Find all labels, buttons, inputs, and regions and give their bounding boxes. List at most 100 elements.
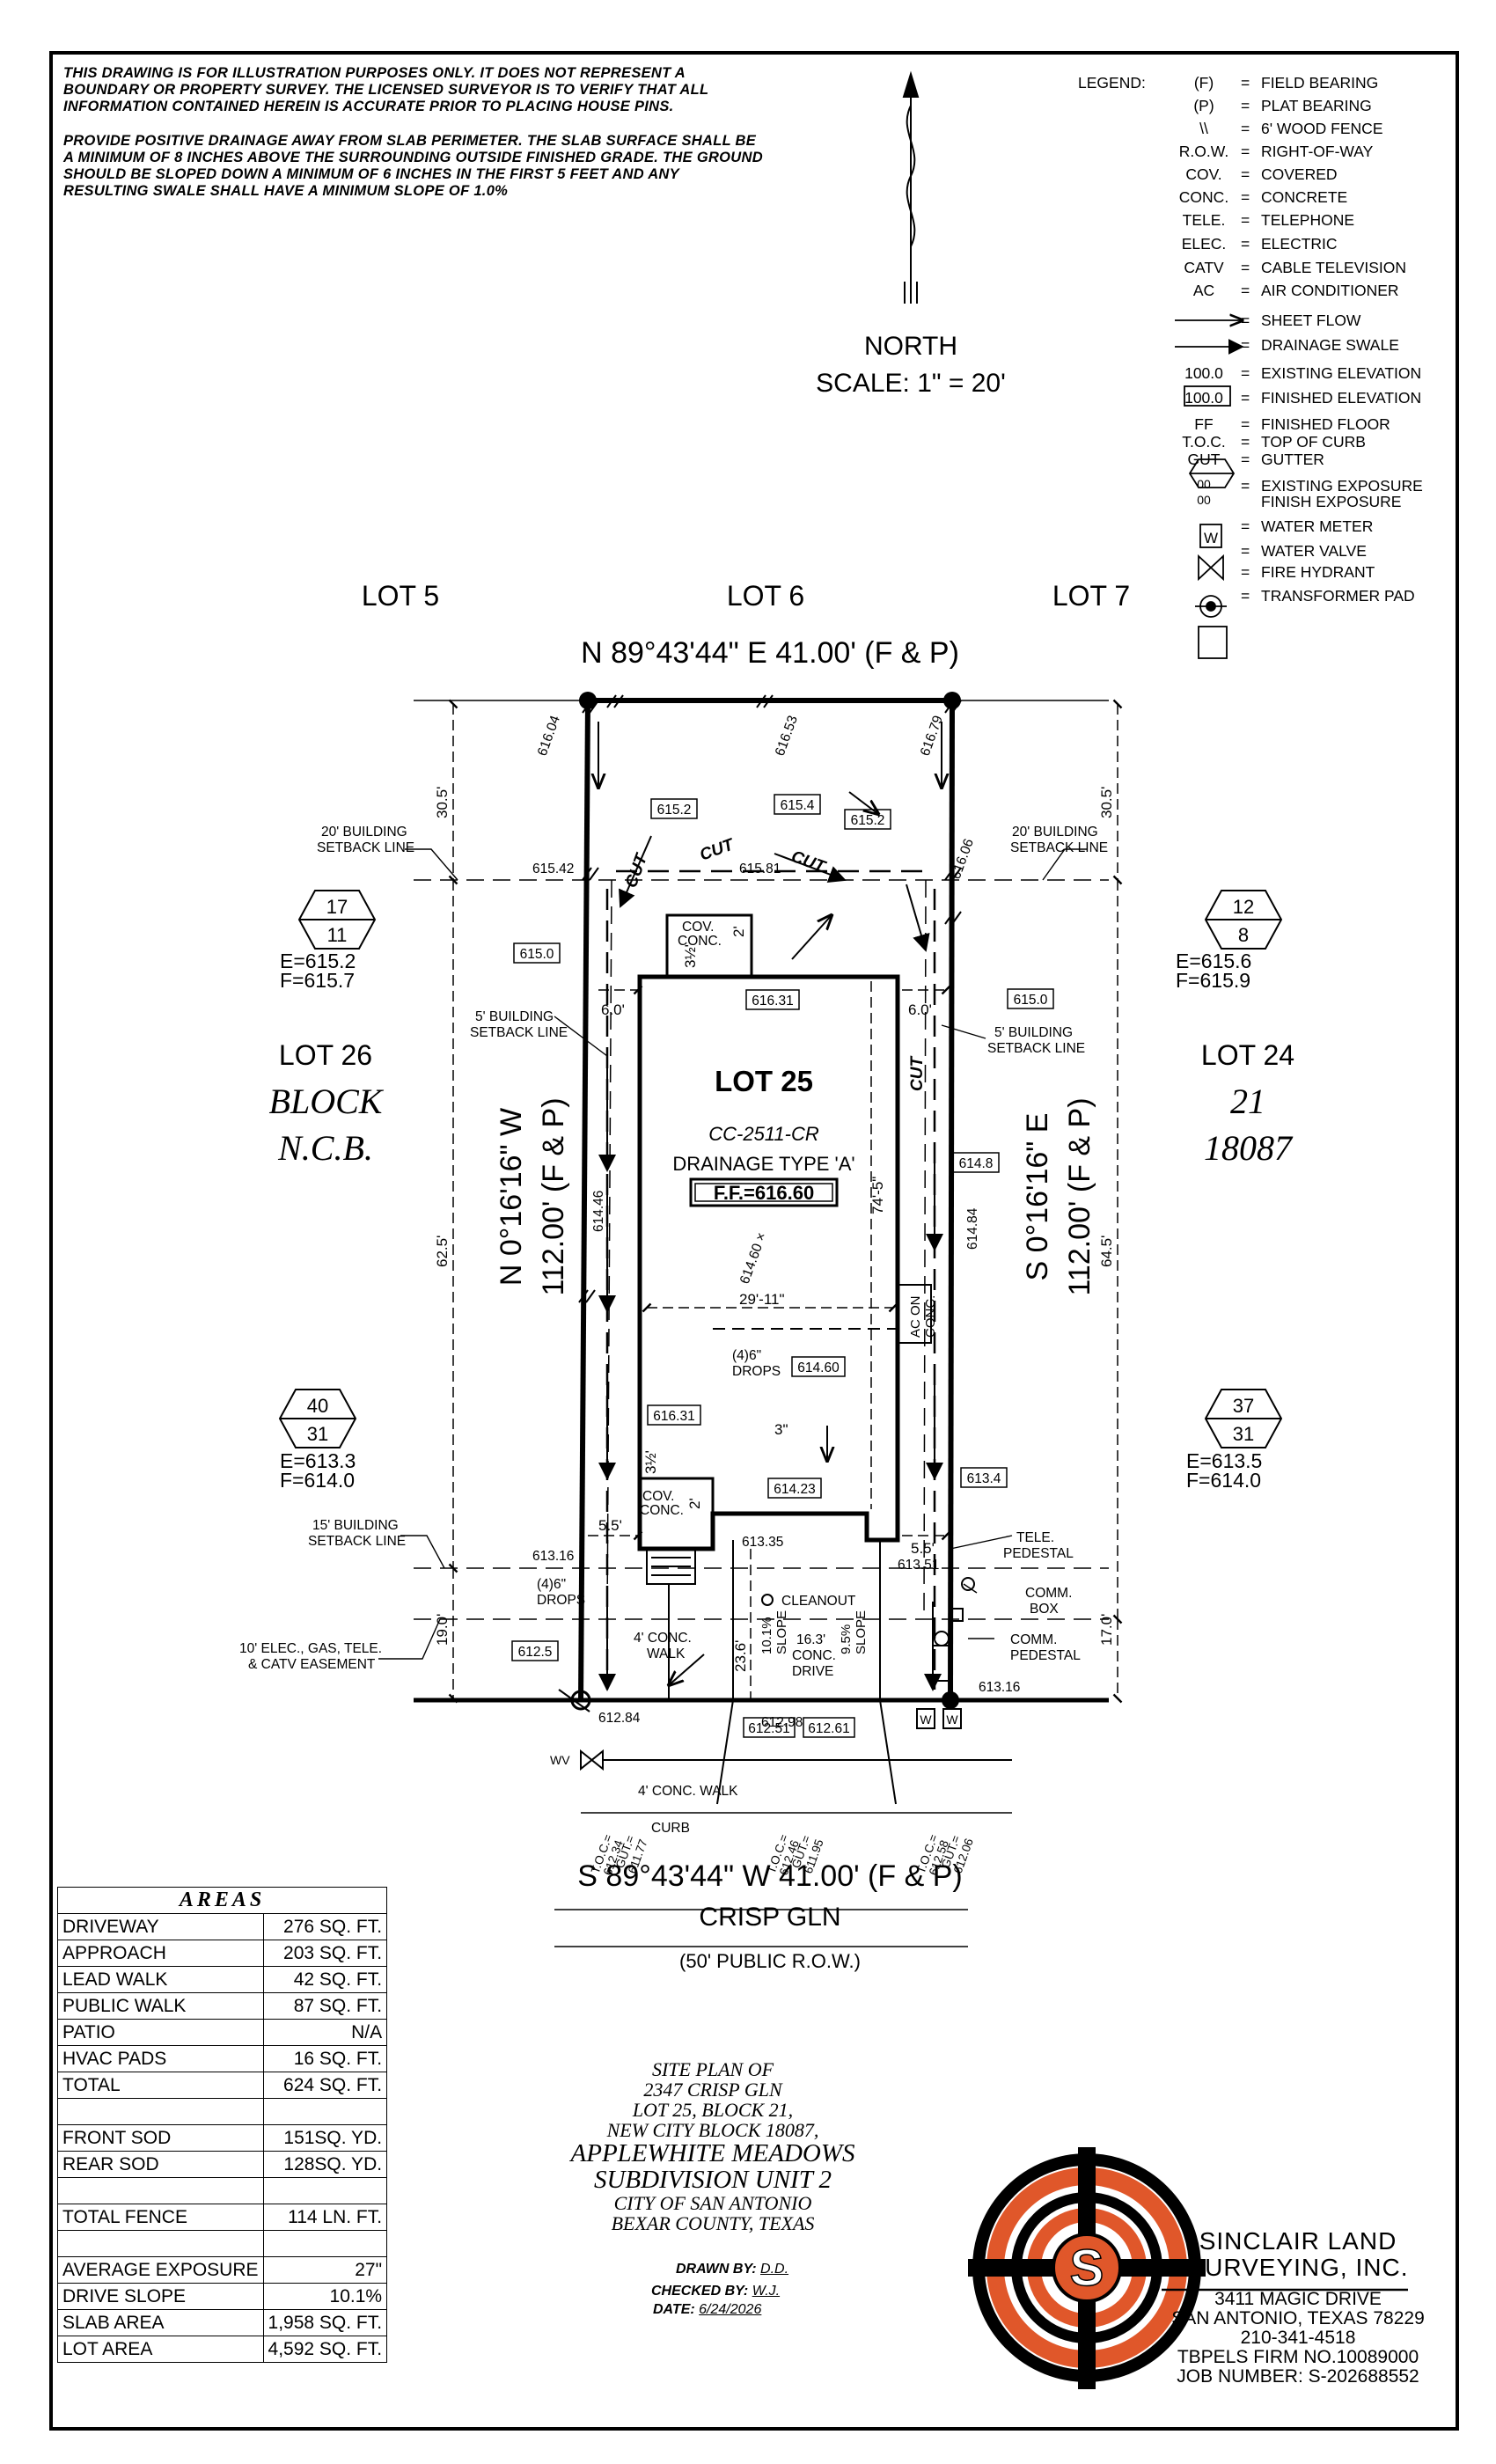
areas-label: PATIO: [57, 2019, 264, 2046]
legend-symbol: 00: [1197, 493, 1211, 507]
legend-text: FIELD BEARING: [1261, 74, 1379, 92]
front-porch: [665, 913, 753, 979]
tb-line5: APPLEWHITE MEADOWS: [570, 2139, 855, 2167]
areas-value: 1,958 SQ. FT.: [262, 2309, 388, 2336]
sheet-border: [49, 51, 1459, 2431]
exp-nw-top: 17: [326, 896, 348, 918]
ac-pad: [897, 1284, 932, 1344]
west-bearing: N 0°16'16" W: [495, 1108, 528, 1286]
areas-row: [57, 2177, 388, 2204]
dim-2a: 2': [730, 926, 747, 937]
west-length: 112.00' (F & P): [537, 1097, 570, 1295]
fe-614-23: 614.23: [774, 1482, 815, 1497]
finished-floor-box: [689, 1177, 839, 1207]
water-meter-icon-a: [916, 1708, 935, 1729]
legend-equals: =: [1241, 336, 1250, 354]
east-bearing: S 0°16'16" E: [1021, 1113, 1054, 1281]
cov-conc-a: COV.: [682, 920, 714, 935]
tb-line7: CITY OF SAN ANTONIO: [613, 2192, 812, 2214]
legend-row: 100.0=EXISTING ELEVATION: [1078, 364, 1465, 384]
areas-label: PUBLIC WALK: [57, 1992, 264, 2020]
legend-symbol: CATV: [1184, 259, 1224, 276]
exp-ne-f: F=615.9: [1176, 969, 1250, 992]
legend-text: GUTTER: [1261, 451, 1324, 468]
legend-text: TOP OF CURB: [1261, 433, 1366, 451]
driveway: [716, 1540, 897, 1805]
legend-symbol: AC: [1192, 282, 1215, 299]
areas-label: [57, 2177, 264, 2204]
legend-row: \\=6' WOOD FENCE: [1078, 120, 1465, 139]
legend-row: (P)=PLAT BEARING: [1078, 97, 1465, 116]
street-name: CRISP GLN: [699, 1903, 840, 1932]
easement-b: & CATV EASEMENT: [248, 1657, 376, 1672]
legend-row: (F)=FIELD BEARING: [1078, 74, 1465, 93]
dim-5-5e: 5.5': [911, 1540, 935, 1557]
areas-value: 128SQ. YD.: [262, 2151, 388, 2178]
legend-equals: =: [1241, 143, 1250, 160]
east-length: 112.00' (F & P): [1063, 1097, 1096, 1295]
legend-equals: =: [1241, 433, 1250, 451]
elev-613-16w: 613.16: [532, 1549, 574, 1564]
legend-row: 100.0=FINISHED ELEVATION: [1078, 389, 1465, 408]
fe-615-2b: 615.2: [851, 813, 885, 828]
comm-box-icon: [950, 1608, 964, 1622]
elev-613-16e: 613.16: [979, 1680, 1020, 1695]
legend-title: LEGEND:: [1078, 74, 1146, 92]
curb-label: CURB: [651, 1821, 690, 1836]
areas-label: DRIVEWAY: [57, 1913, 264, 1940]
legend-row: ELEC.=ELECTRIC: [1078, 235, 1465, 254]
areas-label: FRONT SOD: [57, 2124, 264, 2152]
elev-615-81: 615.81: [739, 862, 781, 876]
elev-614-60: 614.60 ×: [737, 1230, 770, 1286]
areas-value: 16 SQ. FT.: [262, 2045, 388, 2072]
fe-615-4: 615.4: [781, 798, 815, 813]
legend-text: SHEET FLOW: [1261, 312, 1361, 329]
legend-text: ELECTRIC: [1261, 235, 1338, 253]
areas-label: [57, 2230, 264, 2257]
dim-6-0w: 6.0': [601, 1001, 625, 1018]
legend-symbol: GUT: [1187, 451, 1221, 468]
drive-b: CONC.: [792, 1648, 836, 1663]
water-valve-icon: [1198, 554, 1224, 582]
areas-label: LEAD WALK: [57, 1966, 264, 1993]
lot-26-label: LOT 26: [279, 1039, 372, 1071]
comm-pedestal-b: PEDESTAL: [1010, 1648, 1081, 1663]
legend-equals: =: [1241, 120, 1250, 137]
legend-equals: =: [1241, 282, 1250, 299]
legend-text: CABLE TELEVISION: [1261, 259, 1407, 276]
fe-616-31a: 616.31: [752, 994, 793, 1008]
legend-equals: =: [1241, 312, 1250, 329]
fe-616-31b: 616.31: [653, 1409, 694, 1424]
fe-615-2a: 615.2: [657, 803, 692, 818]
south-bearing: S 89°43'44" W 41.00' (F & P): [577, 1859, 962, 1893]
legend-row: R.O.W.=RIGHT-OF-WAY: [1078, 143, 1465, 162]
legend-symbol: \\: [1199, 120, 1208, 137]
setback-20w-b: SETBACK LINE: [317, 840, 414, 855]
checked-by: CHECKED BY: W.J.: [651, 2284, 781, 2299]
title-block: SITE PLAN OF 2347 CRISP GLN LOT 25, BLOC…: [528, 2059, 898, 2233]
areas-value: N/A: [262, 2019, 388, 2046]
date: DATE: 6/24/2026: [653, 2302, 762, 2317]
drive-c: DRIVE: [792, 1664, 833, 1679]
drops-d: DROPS: [537, 1593, 585, 1608]
areas-value: [262, 2098, 388, 2125]
legend-equals: =: [1241, 259, 1250, 276]
areas-value: 203 SQ. FT.: [262, 1940, 388, 1967]
logo-letter: S: [1070, 2240, 1104, 2297]
drops-c: (4)6": [537, 1577, 566, 1592]
meter-w-a: W: [920, 1712, 932, 1727]
legend-equals: =: [1241, 364, 1250, 382]
north-label: NORTH: [864, 332, 957, 361]
areas-label: TOTAL FENCE: [57, 2204, 264, 2231]
utility-symbols: [554, 1577, 1012, 1947]
legend-row: =DRAINAGE SWALE: [1078, 336, 1465, 356]
